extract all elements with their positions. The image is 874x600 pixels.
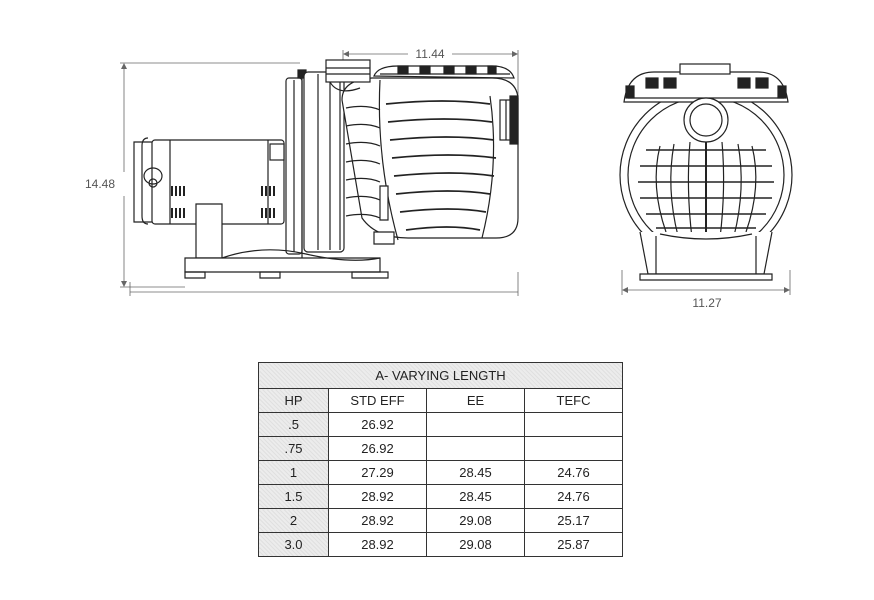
- hp-cell: 3.0: [258, 532, 329, 557]
- ee-cell: 29.08: [426, 532, 525, 557]
- column-header-hp: HP: [258, 388, 329, 413]
- hp-cell: .75: [258, 436, 329, 461]
- table-header-row: HP STD EFF EE TEFC: [258, 388, 624, 413]
- table-row: .75 26.92: [258, 436, 624, 461]
- tefc-cell: 24.76: [523, 484, 624, 509]
- varying-length-table: A- VARYING LENGTH HP STD EFF EE TEFC .5 …: [257, 362, 624, 557]
- std-eff-cell: 27.29: [328, 460, 427, 485]
- table-row: 1.5 28.92 28.45 24.76: [258, 484, 624, 509]
- table-row: 2 28.92 29.08 25.17: [258, 508, 624, 533]
- tefc-cell: 25.17: [523, 508, 624, 533]
- dimension-arrows: [121, 51, 790, 293]
- column-header-tefc: TEFC: [523, 388, 624, 413]
- std-eff-cell: 28.92: [328, 484, 427, 509]
- table-title: A- VARYING LENGTH: [257, 362, 624, 389]
- height-dimension-label: 14.48: [85, 177, 115, 191]
- dimension-lines: [120, 50, 791, 296]
- hp-cell: .5: [258, 412, 329, 437]
- table-row: 1 27.29 28.45 24.76: [258, 460, 624, 485]
- tefc-cell: 24.76: [523, 460, 624, 485]
- ee-cell: [426, 436, 525, 461]
- hp-cell: 1.5: [258, 484, 329, 509]
- pump-side-view: [133, 59, 519, 279]
- std-eff-cell: 28.92: [328, 508, 427, 533]
- std-eff-cell: 26.92: [328, 436, 427, 461]
- length-dimension-label: 11.44: [415, 47, 444, 61]
- table-row: 3.0 28.92 29.08 25.87: [258, 532, 624, 557]
- ee-cell: [426, 412, 525, 437]
- ee-cell: 28.45: [426, 460, 525, 485]
- column-header-ee: EE: [426, 388, 525, 413]
- hp-cell: 1: [258, 460, 329, 485]
- tefc-cell: [523, 412, 624, 437]
- hp-cell: 2: [258, 508, 329, 533]
- std-eff-cell: 26.92: [328, 412, 427, 437]
- ee-cell: 28.45: [426, 484, 525, 509]
- std-eff-cell: 28.92: [328, 532, 427, 557]
- ee-cell: 29.08: [426, 508, 525, 533]
- width-dimension-label: 11.27: [692, 296, 721, 310]
- pump-front-view: [619, 63, 793, 281]
- tefc-cell: [523, 436, 624, 461]
- column-header-std-eff: STD EFF: [328, 388, 427, 413]
- tefc-cell: 25.87: [523, 532, 624, 557]
- table-row: .5 26.92: [258, 412, 624, 437]
